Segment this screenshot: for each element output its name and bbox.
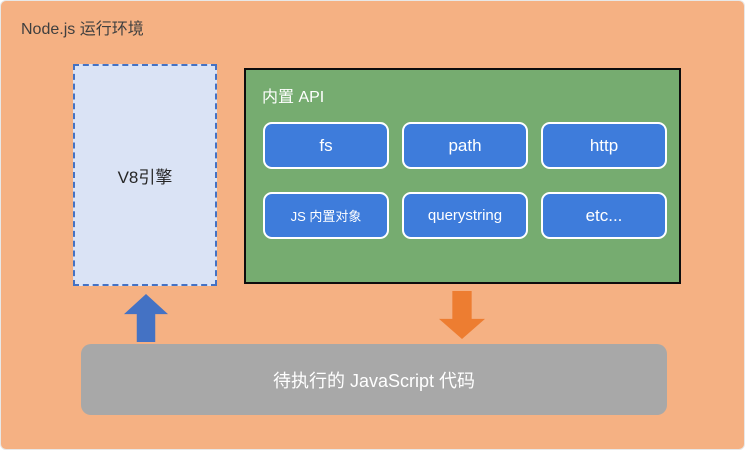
builtin-api-box: 内置 API fs path http JS 内置对象 querystring … [244,68,681,284]
module-chip-path: path [402,122,528,169]
builtin-api-title: 内置 API [262,89,325,106]
module-chip-http: http [541,122,667,169]
module-chip-etc: etc... [541,192,667,239]
diagram-title: Node.js 运行环境 [21,21,144,38]
javascript-code-label: 待执行的 JavaScript 代码 [272,370,476,391]
module-chip-js-builtin-objects: JS 内置对象 [263,192,389,239]
module-chip-querystring: querystring [402,192,528,239]
v8-engine-label: V8引擎 [117,167,173,187]
arrow-up-icon [124,294,168,342]
v8-engine-box: V8引擎 [73,64,217,286]
module-grid: fs path http JS 内置对象 querystring etc... [263,122,667,239]
javascript-code-box: 待执行的 JavaScript 代码 [81,344,667,415]
arrow-down-icon [439,291,485,339]
module-chip-fs: fs [263,122,389,169]
